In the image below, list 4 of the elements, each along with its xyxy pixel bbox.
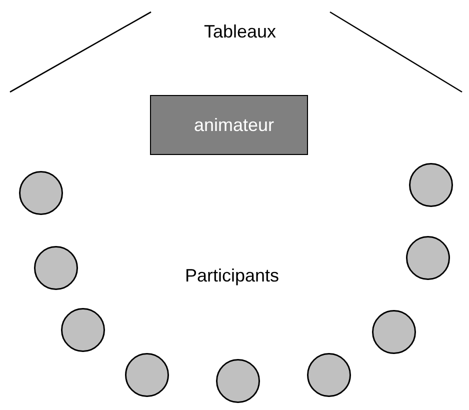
presenter-box — [150, 95, 308, 155]
participants-label: Participants — [184, 266, 280, 286]
box-label: animateur — [192, 114, 274, 136]
boards-label: Tableaux — [204, 22, 276, 42]
